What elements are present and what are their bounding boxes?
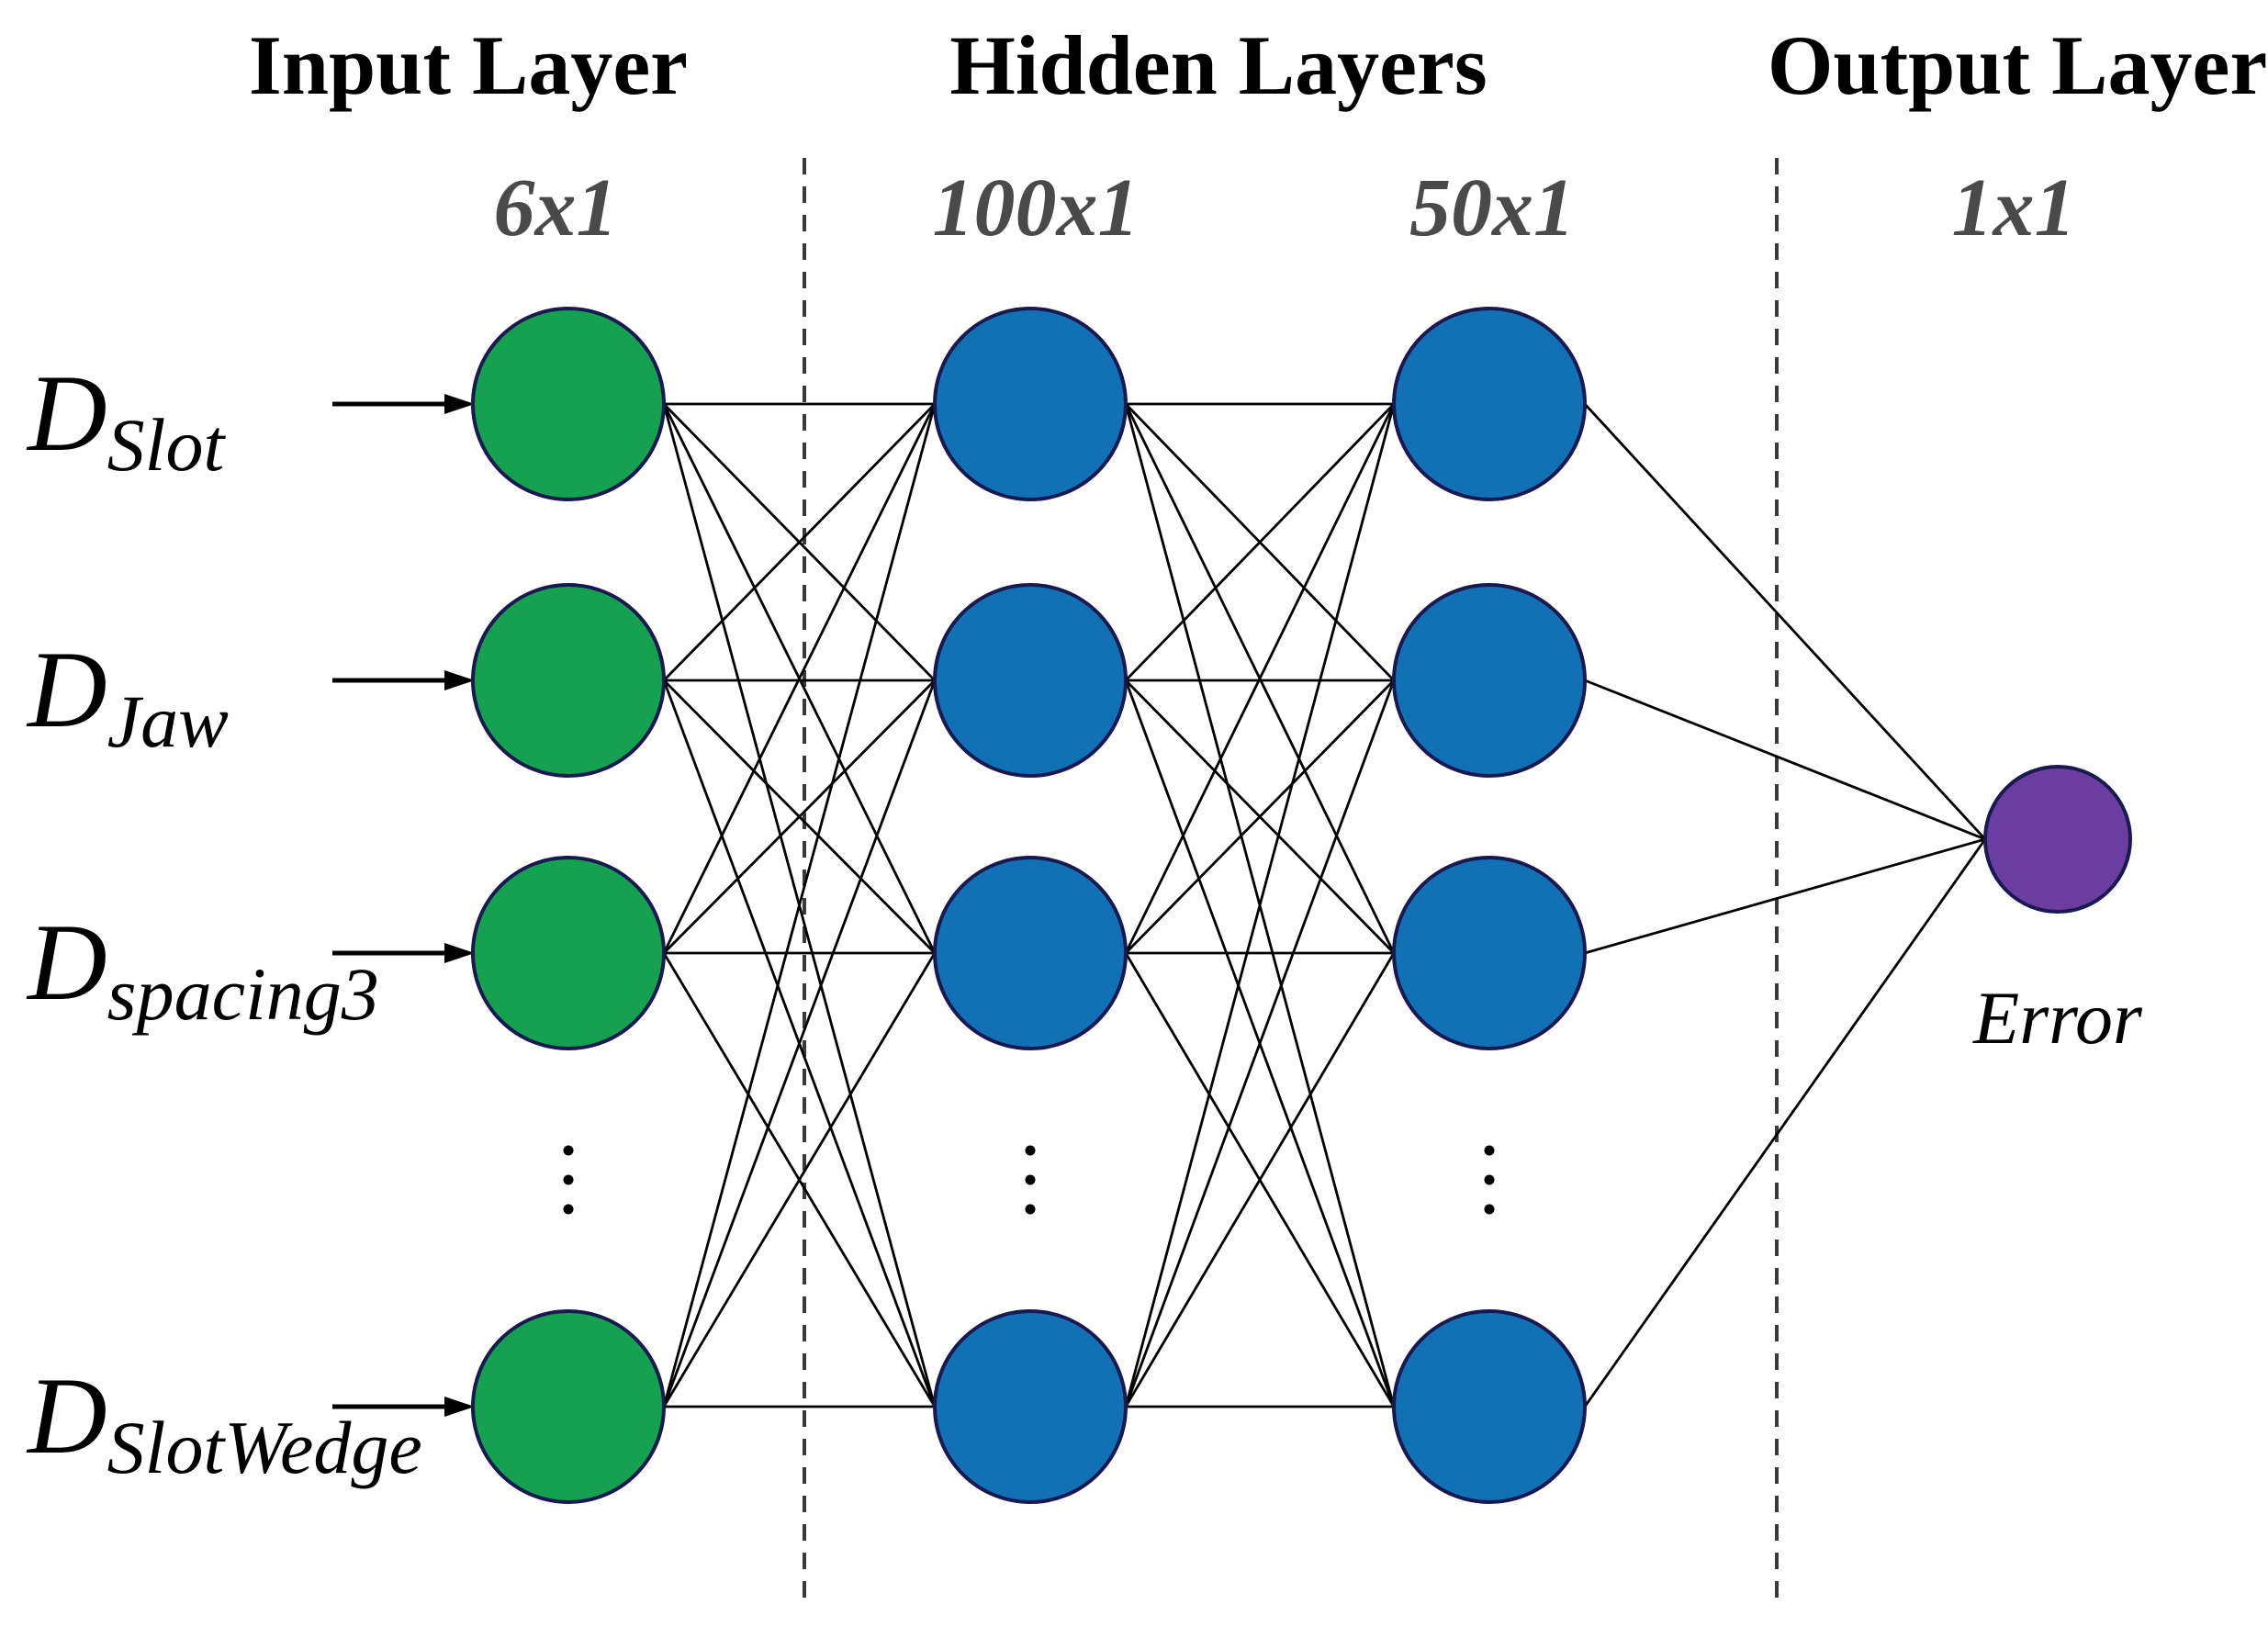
input-label-dslotwedge: DSlotWedge (26, 1354, 422, 1489)
edge-hidden1-hidden2 (1125, 679, 1395, 954)
edge-hidden1-hidden2 (1124, 952, 1396, 1408)
edge-hidden1-hidden2 (1124, 679, 1396, 1408)
input-label-djaw-main: D (26, 628, 107, 750)
hidden2-node-4 (1392, 1309, 1587, 1504)
input-label-dslot-main: D (26, 352, 107, 474)
hidden1-ellipsis-dot-3 (1025, 1204, 1036, 1215)
input-label-dslotwedge-sub: SlotWedge (107, 1406, 422, 1489)
input-node-3 (471, 856, 666, 1050)
edge-hidden1-hidden2 (1124, 403, 1396, 1408)
hidden2-ellipsis-dot-3 (1484, 1204, 1495, 1215)
edge-hidden2-output (1584, 837, 1986, 955)
hidden2-dim-label: 50x1 (1409, 163, 1575, 253)
input-label-dslotwedge-main: D (26, 1354, 107, 1476)
input-label-dspacing3-main: D (26, 901, 107, 1023)
input-arrow-head-4 (444, 1397, 475, 1417)
hidden2-node-2 (1392, 583, 1587, 778)
hidden2-node-1 (1392, 307, 1587, 501)
input-label-dslot: DSlot (26, 352, 226, 487)
hidden1-node-4 (933, 1309, 1128, 1504)
edge-hidden2-output (1583, 403, 1987, 840)
output-error-label: Error (1972, 976, 2143, 1060)
input-label-dspacing3: Dspacing3 (26, 901, 379, 1036)
output-dim-label: 1x1 (1952, 163, 2076, 253)
input-arrow-head-3 (444, 943, 475, 963)
layer-nodes (471, 307, 2132, 1504)
hidden1-node-2 (933, 583, 1128, 778)
input-label-dslot-sub: Slot (107, 403, 227, 487)
input-arrow-head-2 (444, 670, 475, 690)
hidden-layers-title: Hidden Layers (949, 18, 1487, 112)
output-layer-title: Output Layer (1768, 18, 2267, 112)
hidden2-node-3 (1392, 856, 1587, 1050)
hidden2-ellipsis-dot-1 (1484, 1145, 1495, 1156)
input-node-4 (471, 1309, 666, 1504)
edge-hidden2-output (1583, 838, 1987, 1408)
input-label-dspacing3-sub: spacing3 (107, 952, 379, 1036)
edge-hidden1-hidden2 (1124, 403, 1396, 681)
edge-hidden1-hidden2 (1124, 403, 1396, 954)
input-ellipsis-dot-1 (563, 1145, 574, 1156)
edge-input-hidden1 (662, 952, 937, 1408)
hidden1-dim-label: 100x1 (933, 163, 1140, 253)
input-label-djaw-sub: Jaw (107, 679, 229, 763)
edge-input-hidden1 (663, 403, 936, 681)
hidden1-node-1 (933, 307, 1128, 501)
input-arrow-head-1 (444, 394, 475, 414)
layer-ellipsis-dots (563, 1145, 1495, 1215)
layer-input-arrows (332, 394, 475, 1417)
edge-hidden2-output (1584, 679, 1986, 841)
input-label-djaw: DJaw (26, 628, 229, 763)
input-node-2 (471, 583, 666, 778)
input-ellipsis-dot-2 (563, 1174, 574, 1185)
layer-edges (662, 402, 1987, 1408)
input-dim-label: 6x1 (494, 163, 618, 253)
input-ellipsis-dot-3 (563, 1204, 574, 1215)
output-node (1983, 765, 2132, 914)
edge-input-hidden1 (662, 403, 937, 954)
input-node-1 (471, 307, 666, 501)
layer-separators (803, 158, 1779, 1605)
hidden1-node-3 (933, 856, 1128, 1050)
input-layer-title: Input Layer (249, 18, 688, 112)
hidden2-ellipsis-dot-2 (1484, 1174, 1495, 1185)
hidden1-ellipsis-dot-2 (1025, 1174, 1036, 1185)
hidden1-ellipsis-dot-1 (1025, 1145, 1036, 1156)
edge-input-hidden1 (662, 679, 937, 1408)
edge-input-hidden1 (663, 679, 936, 954)
edge-input-hidden1 (662, 403, 937, 1408)
